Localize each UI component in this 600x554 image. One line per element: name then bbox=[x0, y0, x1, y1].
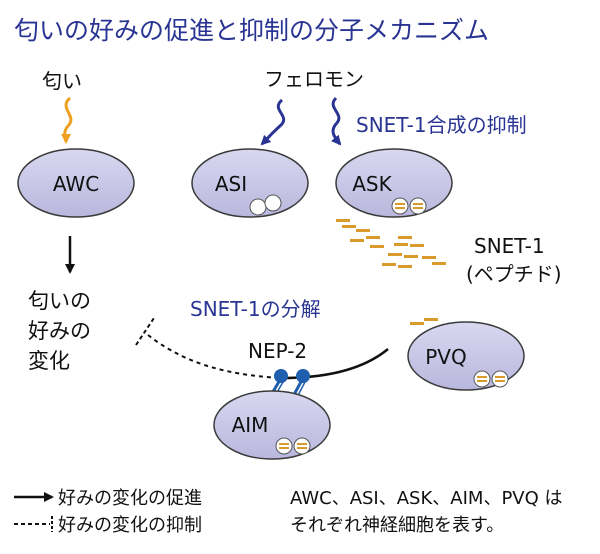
snet-peptide-label-line1: SNET-1 bbox=[474, 234, 545, 258]
snet-synthesis-suppression-label: SNET-1合成の抑制 bbox=[356, 113, 527, 137]
preference-change-line2: 好みの bbox=[28, 319, 91, 343]
ask-vesicle bbox=[391, 197, 409, 215]
nep2-protein-head bbox=[274, 369, 288, 383]
nep2-label: NEP-2 bbox=[248, 339, 307, 363]
pvq-label: PVQ bbox=[425, 345, 466, 369]
nep2-protein-head bbox=[296, 369, 310, 383]
pvq-neuron: PVQ bbox=[407, 321, 525, 391]
asi-label: ASI bbox=[215, 172, 247, 196]
inhibition-curve-dashed bbox=[147, 334, 283, 379]
odor-label: 匂い bbox=[42, 69, 82, 93]
aim-neuron: AIM bbox=[213, 390, 331, 460]
legend-promotion-label: 好みの変化の促進 bbox=[58, 488, 202, 509]
legend-suppression-label: 好みの変化の抑制 bbox=[58, 515, 202, 536]
aim-vesicle bbox=[275, 437, 293, 455]
inhibition-bar bbox=[135, 317, 155, 346]
snet-peptides bbox=[336, 219, 446, 325]
snet-degradation-label: SNET-1の分解 bbox=[190, 297, 321, 321]
pheromone-arrow-asi bbox=[260, 98, 286, 146]
asi-vesicle bbox=[264, 194, 282, 212]
pheromone-label: フェロモン bbox=[264, 67, 364, 91]
asi-vesicle bbox=[249, 198, 267, 216]
pheromone-arrow-ask bbox=[330, 96, 342, 146]
odor-arrow bbox=[60, 96, 73, 144]
ask-neuron: ASK bbox=[335, 148, 453, 218]
note-line2: それぞれ神経細胞を表す。 bbox=[290, 515, 504, 536]
ask-vesicle bbox=[409, 197, 427, 215]
page-title: 匂いの好みの促進と抑制の分子メカニズム bbox=[14, 16, 489, 45]
snet-peptide-label-line2: (ペプチド) bbox=[466, 262, 562, 286]
ask-label: ASK bbox=[352, 172, 392, 196]
asi-neuron: ASI bbox=[191, 148, 309, 218]
preference-change-line3: 変化 bbox=[28, 349, 70, 373]
aim-vesicle bbox=[293, 437, 311, 455]
preference-change-line1: 匂いの bbox=[28, 289, 91, 313]
note-line1: AWC、ASI、ASK、AIM、PVQ は bbox=[290, 488, 563, 509]
pvq-vesicle bbox=[491, 370, 509, 388]
awc-label: AWC bbox=[53, 172, 99, 196]
aim-label: AIM bbox=[232, 413, 269, 437]
legend: 好みの変化の促進 好みの変化の抑制 bbox=[14, 488, 202, 536]
pvq-vesicle bbox=[473, 370, 491, 388]
awc-neuron: AWC bbox=[17, 148, 135, 218]
